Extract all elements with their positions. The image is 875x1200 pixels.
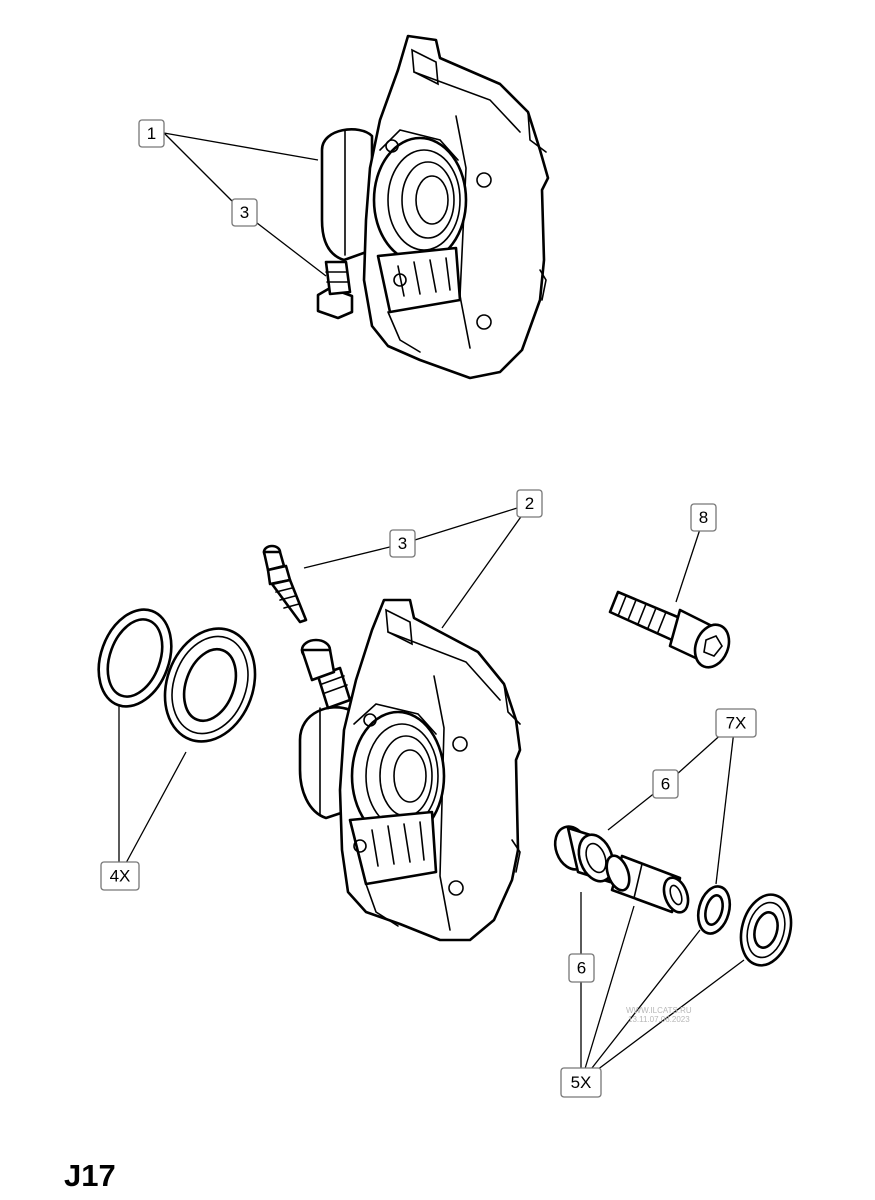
callout-4x: 4X xyxy=(100,861,140,891)
watermark: WWW.ILCATS.RU 13.11.07.06.2023 xyxy=(626,1006,692,1024)
brake-caliper-assembly-bottom xyxy=(298,598,522,942)
watermark-line-1: WWW.ILCATS.RU xyxy=(626,1006,692,1015)
guide-bolt xyxy=(608,590,731,669)
guide-dust-cap xyxy=(739,893,793,967)
page-code-label: J17 xyxy=(64,1158,116,1193)
callout-label: 3 xyxy=(398,534,407,553)
callout-label: 7X xyxy=(726,714,747,733)
callout-6-upper: 6 xyxy=(652,769,679,799)
callout-label: 1 xyxy=(147,124,156,143)
bleed-screw-top xyxy=(316,260,354,320)
guide-bushing xyxy=(553,825,615,884)
callout-3-bottom: 3 xyxy=(389,529,416,558)
callout-label: 2 xyxy=(525,494,534,513)
bleed-nipple-bottom xyxy=(300,638,352,710)
callout-1-top: 1 xyxy=(138,119,165,148)
watermark-line-2: 13.11.07.06.2023 xyxy=(628,1015,690,1024)
piston-seal-ring xyxy=(97,608,173,708)
callout-8: 8 xyxy=(690,503,717,532)
callout-label: 6 xyxy=(577,959,586,978)
brake-caliper-assembly-top xyxy=(316,34,550,380)
guide-sleeve xyxy=(605,854,690,914)
small-seal-ring xyxy=(696,885,732,935)
callout-label: 8 xyxy=(699,508,708,527)
callout-7x: 7X xyxy=(715,708,757,738)
dust-boot-ring xyxy=(163,627,257,743)
callout-label: 3 xyxy=(240,203,249,222)
callout-label: 5X xyxy=(571,1073,592,1092)
callout-2-bottom: 2 xyxy=(516,489,543,518)
callout-5x: 5X xyxy=(560,1067,602,1098)
callout-6-lower: 6 xyxy=(568,953,595,983)
callout-label: 6 xyxy=(661,775,670,794)
bleed-screw-bottom xyxy=(262,544,308,624)
callout-label: 4X xyxy=(110,867,131,886)
callout-3-top: 3 xyxy=(231,198,258,227)
